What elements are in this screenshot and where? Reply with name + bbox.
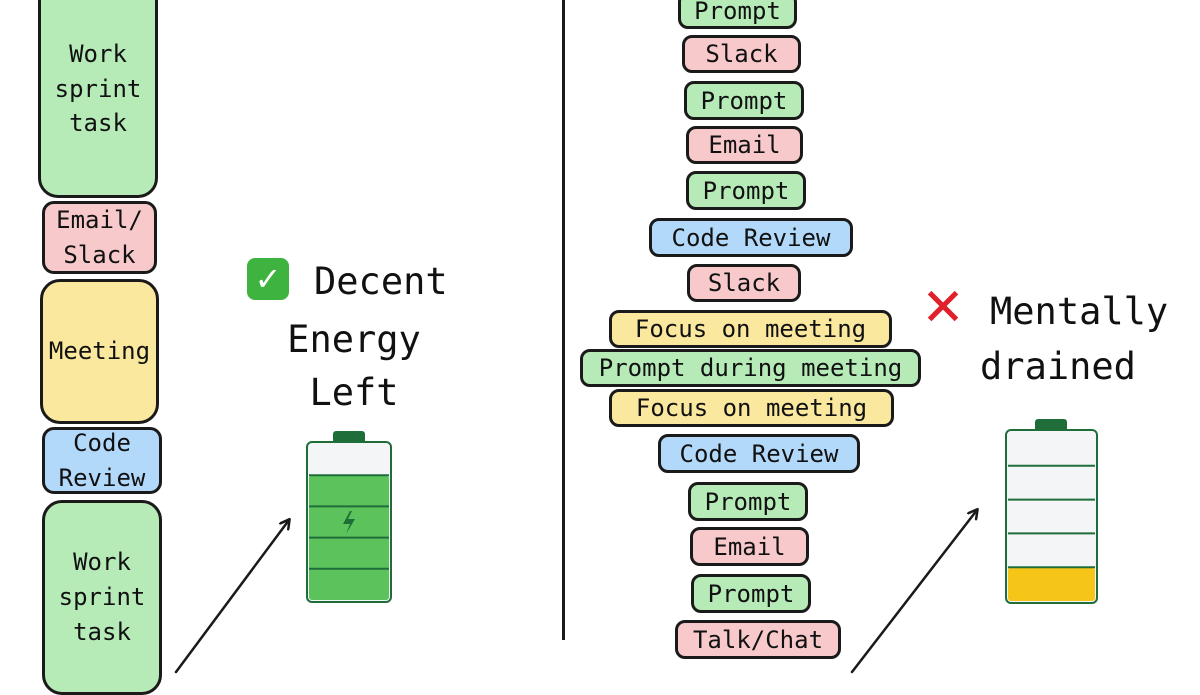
outcome-line: Mentally	[990, 290, 1169, 333]
task-block: Focus on meeting	[609, 389, 894, 427]
task-label: Code Review	[58, 428, 146, 492]
task-block: Prompt during meeting	[580, 349, 921, 387]
task-label: Work sprint task	[58, 548, 146, 646]
task-block: Email	[690, 527, 809, 566]
charging-bolt-icon	[343, 511, 355, 534]
task-label: Email	[713, 532, 786, 561]
task-block: Prompt	[686, 171, 806, 210]
task-block: Slack	[682, 35, 801, 73]
task-label: Email	[708, 131, 781, 159]
task-block: Prompt	[684, 81, 804, 120]
task-block: Prompt	[678, 0, 797, 29]
task-block: Prompt	[691, 574, 811, 613]
task-block: Code Review	[658, 434, 860, 473]
task-block: Email	[686, 126, 803, 164]
task-block: Meeting	[40, 279, 159, 424]
task-label: Prompt	[707, 579, 795, 608]
task-label: Prompt	[702, 176, 790, 205]
task-label: Prompt during meeting	[598, 354, 903, 382]
task-label: Prompt	[704, 487, 792, 516]
task-block: Prompt	[688, 482, 808, 521]
column-divider	[562, 0, 565, 640]
task-block: Slack	[687, 264, 801, 302]
task-block: Code Review	[649, 218, 853, 257]
arrow	[850, 510, 977, 674]
task-block: Focus on meeting	[609, 310, 892, 348]
task-label: Prompt	[694, 0, 781, 25]
x-mark-icon: ✕	[921, 278, 965, 338]
task-label: Code Review	[679, 439, 839, 468]
task-label: Slack	[705, 40, 778, 68]
battery-icon	[1005, 419, 1098, 604]
task-label: Work sprint task	[54, 39, 142, 138]
task-block: Code Review	[42, 427, 162, 494]
outcome-line: drained	[980, 345, 1136, 388]
task-block: Email/ Slack	[42, 201, 157, 274]
task-label: Slack	[707, 269, 781, 297]
task-label: Email/ Slack	[56, 205, 143, 269]
batteries-and-arrows	[174, 419, 1098, 674]
outcome-line: Decent	[314, 260, 448, 303]
task-label: Prompt	[700, 86, 788, 115]
outcome-line: Energy	[287, 318, 421, 361]
outcome-line: Left	[309, 371, 399, 414]
task-block: Work sprint task	[38, 0, 158, 198]
task-block: Talk/Chat	[675, 620, 841, 659]
task-label: Meeting	[48, 337, 151, 366]
task-label: Focus on meeting	[635, 394, 868, 422]
battery-icon	[306, 431, 392, 603]
check-mark-icon: ✓	[247, 258, 289, 300]
task-label: Code Review	[671, 223, 831, 252]
arrow	[174, 520, 289, 674]
task-label: Focus on meeting	[634, 315, 867, 343]
task-label: Talk/Chat	[692, 625, 824, 654]
